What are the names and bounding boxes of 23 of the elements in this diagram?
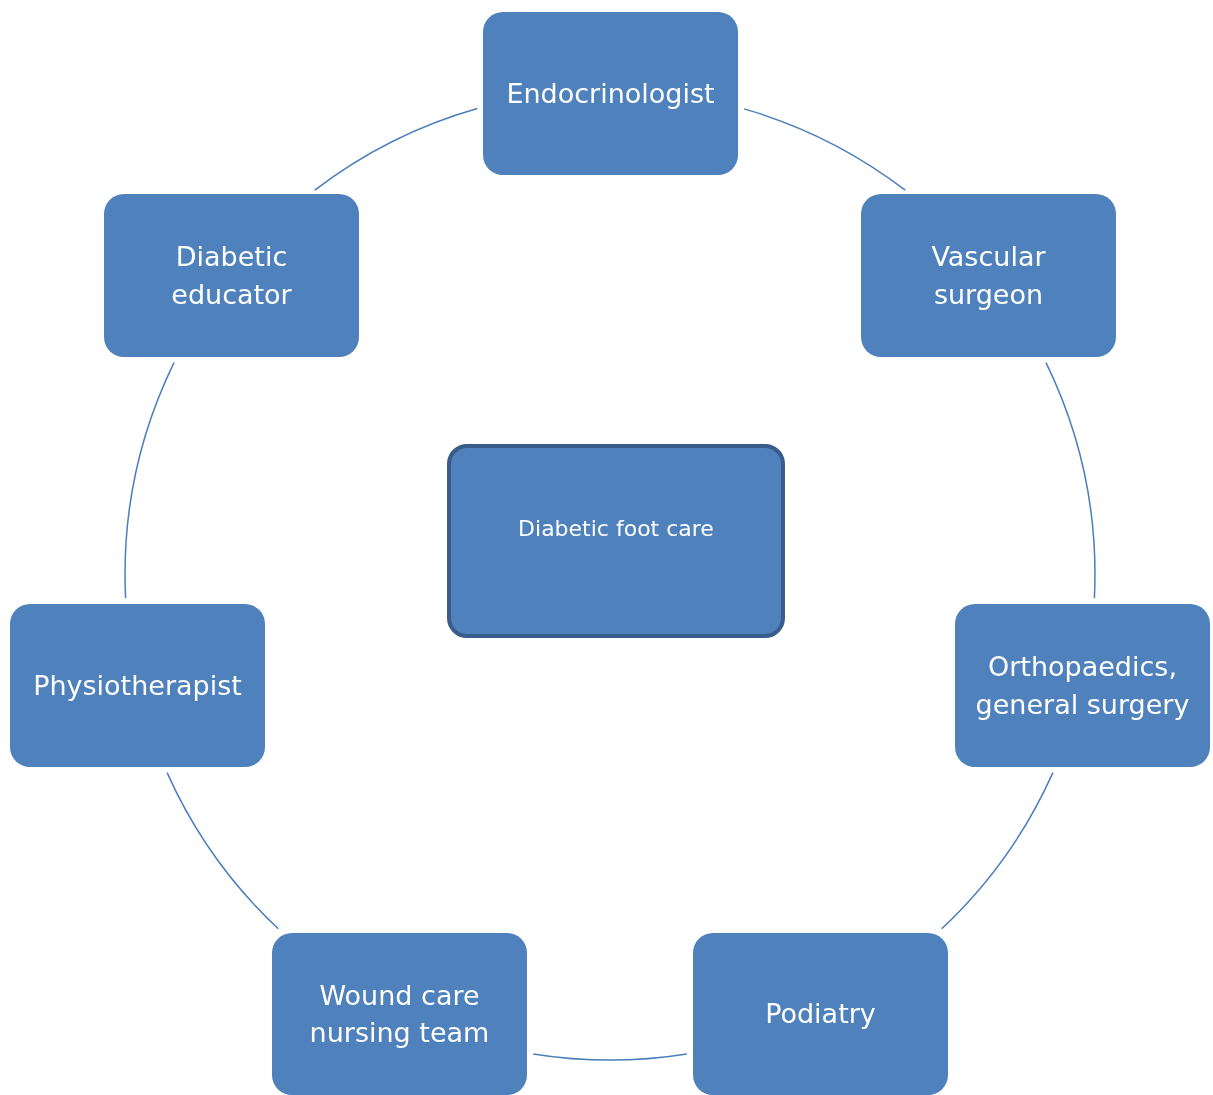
connector-arc — [124, 361, 175, 599]
specialist-box — [272, 933, 527, 1095]
specialist-box — [861, 194, 1116, 357]
box-label: Wound care nursing team — [308, 978, 491, 1050]
box-label: Orthopaedics, general surgery — [974, 650, 1191, 722]
specialist-box — [955, 604, 1210, 767]
connector-arc — [166, 771, 280, 930]
connector-arc — [743, 108, 906, 191]
box-label: Physiotherapist — [33, 668, 242, 703]
connector-arc — [940, 771, 1054, 930]
box-label: Podiatry — [765, 997, 876, 1032]
connector-arc — [532, 1053, 688, 1061]
central-topic-box — [447, 444, 785, 638]
specialist-box — [693, 933, 948, 1095]
specialist-box — [483, 12, 738, 175]
connector-arc — [314, 107, 479, 191]
connector-arc — [1045, 361, 1096, 599]
specialist-box — [104, 194, 359, 357]
box-label: Vascular surgeon — [930, 240, 1047, 312]
box-label: Diabetic foot care — [518, 515, 714, 543]
box-label: Endocrinologist — [506, 76, 715, 111]
specialist-box — [10, 604, 265, 767]
box-label: Diabetic educator — [170, 240, 293, 312]
